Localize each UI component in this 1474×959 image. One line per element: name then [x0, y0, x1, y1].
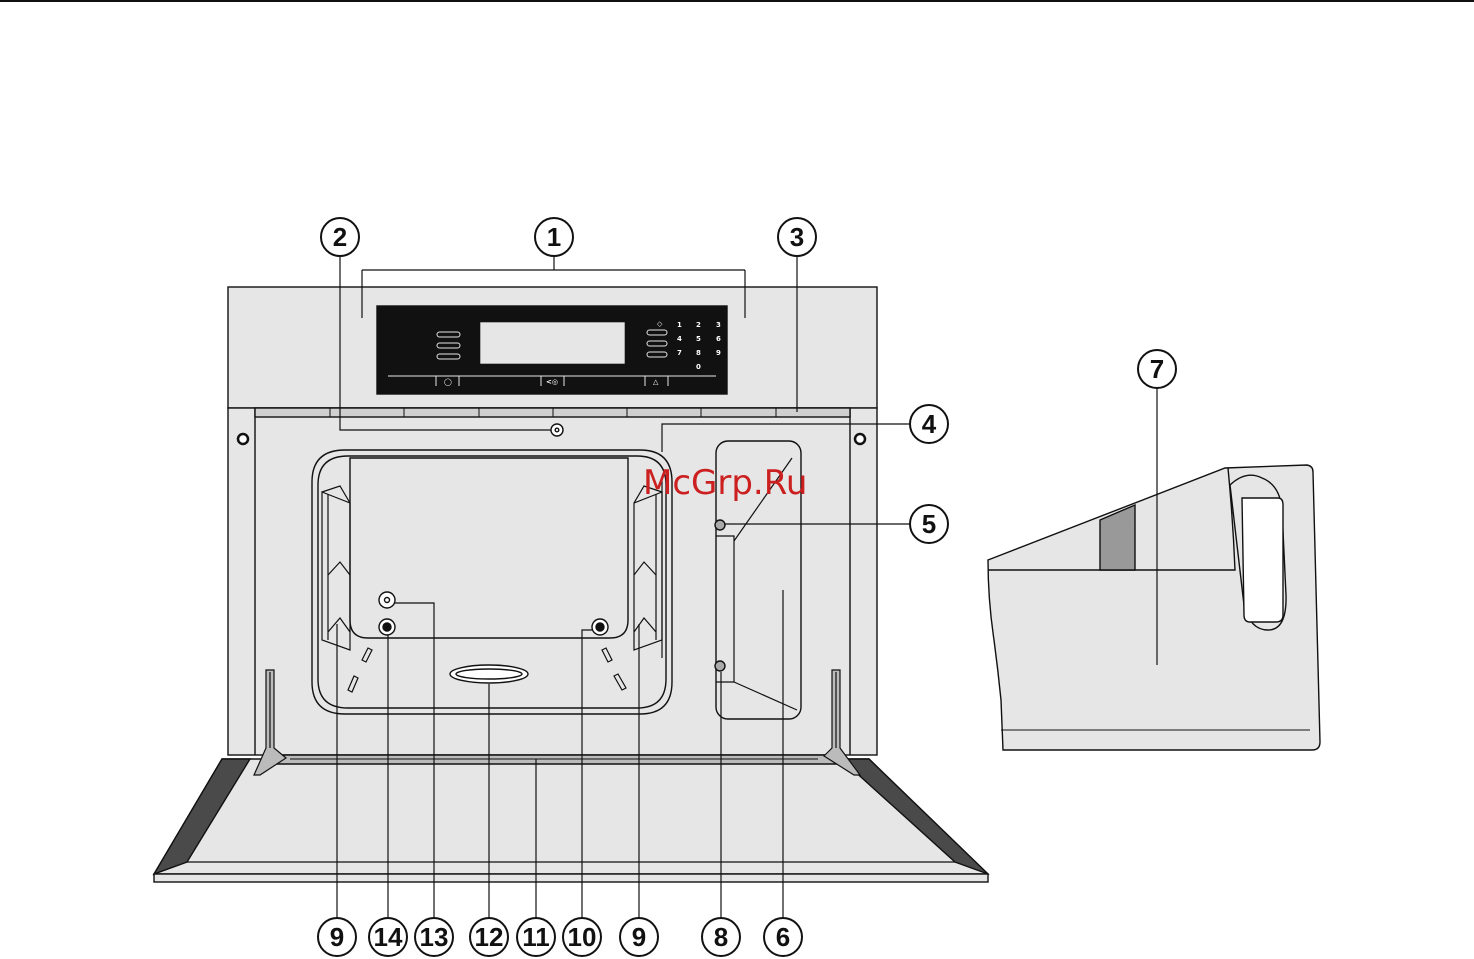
keypad-key-6: 6 [716, 335, 721, 343]
panel-alarm-symbol: △ [653, 378, 659, 386]
svg-text:4: 4 [922, 409, 937, 439]
svg-text:12: 12 [475, 922, 504, 952]
watermark: McGrp.Ru [643, 463, 807, 503]
callout-1: 1 [535, 218, 573, 256]
water-container-7 [988, 465, 1320, 750]
svg-text:14: 14 [374, 922, 403, 952]
svg-text:1: 1 [547, 222, 561, 252]
callout-5: 5 [910, 505, 948, 543]
svg-text:3: 3 [790, 222, 804, 252]
callout-2: 2 [321, 218, 359, 256]
callout-12: 12 [470, 918, 508, 956]
svg-text:10: 10 [568, 922, 597, 952]
keypad-key-9: 9 [716, 349, 721, 357]
water-connector-8 [715, 661, 725, 671]
callout-9-left: 9 [318, 918, 356, 956]
keypad-key-8: 8 [696, 349, 701, 357]
svg-text:11: 11 [522, 922, 550, 952]
callout-4: 4 [910, 405, 948, 443]
panel-display [481, 323, 624, 363]
callout-9-right: 9 [620, 918, 658, 956]
callout-14: 14 [369, 918, 407, 956]
svg-text:7: 7 [1150, 354, 1164, 384]
svg-text:2: 2 [333, 222, 347, 252]
floor-drain-12 [450, 665, 528, 683]
svg-text:9: 9 [632, 922, 646, 952]
callout-11: 11 [517, 918, 555, 956]
svg-text:9: 9 [330, 922, 344, 952]
svg-text:8: 8 [714, 922, 728, 952]
keypad-key-4: 4 [677, 335, 682, 343]
callout-6: 6 [764, 918, 802, 956]
mounting-screw-right [855, 434, 865, 444]
keypad-key-5: 5 [696, 335, 701, 343]
callout-8: 8 [702, 918, 740, 956]
keypad-power-icon: ◇ [657, 320, 663, 328]
callout-3: 3 [778, 218, 816, 256]
keypad-key-1: 1 [677, 321, 682, 329]
mounting-screw-left [238, 434, 248, 444]
svg-text:13: 13 [420, 922, 449, 952]
callout-7: 7 [1138, 350, 1176, 388]
callout-10: 10 [563, 918, 601, 956]
water-connector-5 [715, 520, 725, 530]
keypad-key-0: 0 [696, 363, 701, 371]
cavity-back-wall [350, 458, 628, 638]
keypad-key-7: 7 [677, 349, 682, 357]
keypad-key-2: 2 [696, 321, 701, 329]
svg-text:5: 5 [922, 509, 936, 539]
keypad-key-3: 3 [716, 321, 721, 329]
panel-back-symbol: <◎ [546, 378, 558, 386]
callout-13: 13 [415, 918, 453, 956]
svg-text:6: 6 [776, 922, 790, 952]
temperature-sensor-13 [379, 592, 395, 608]
oven [154, 287, 988, 882]
panel-onoff-symbol: ◯ [444, 378, 452, 386]
